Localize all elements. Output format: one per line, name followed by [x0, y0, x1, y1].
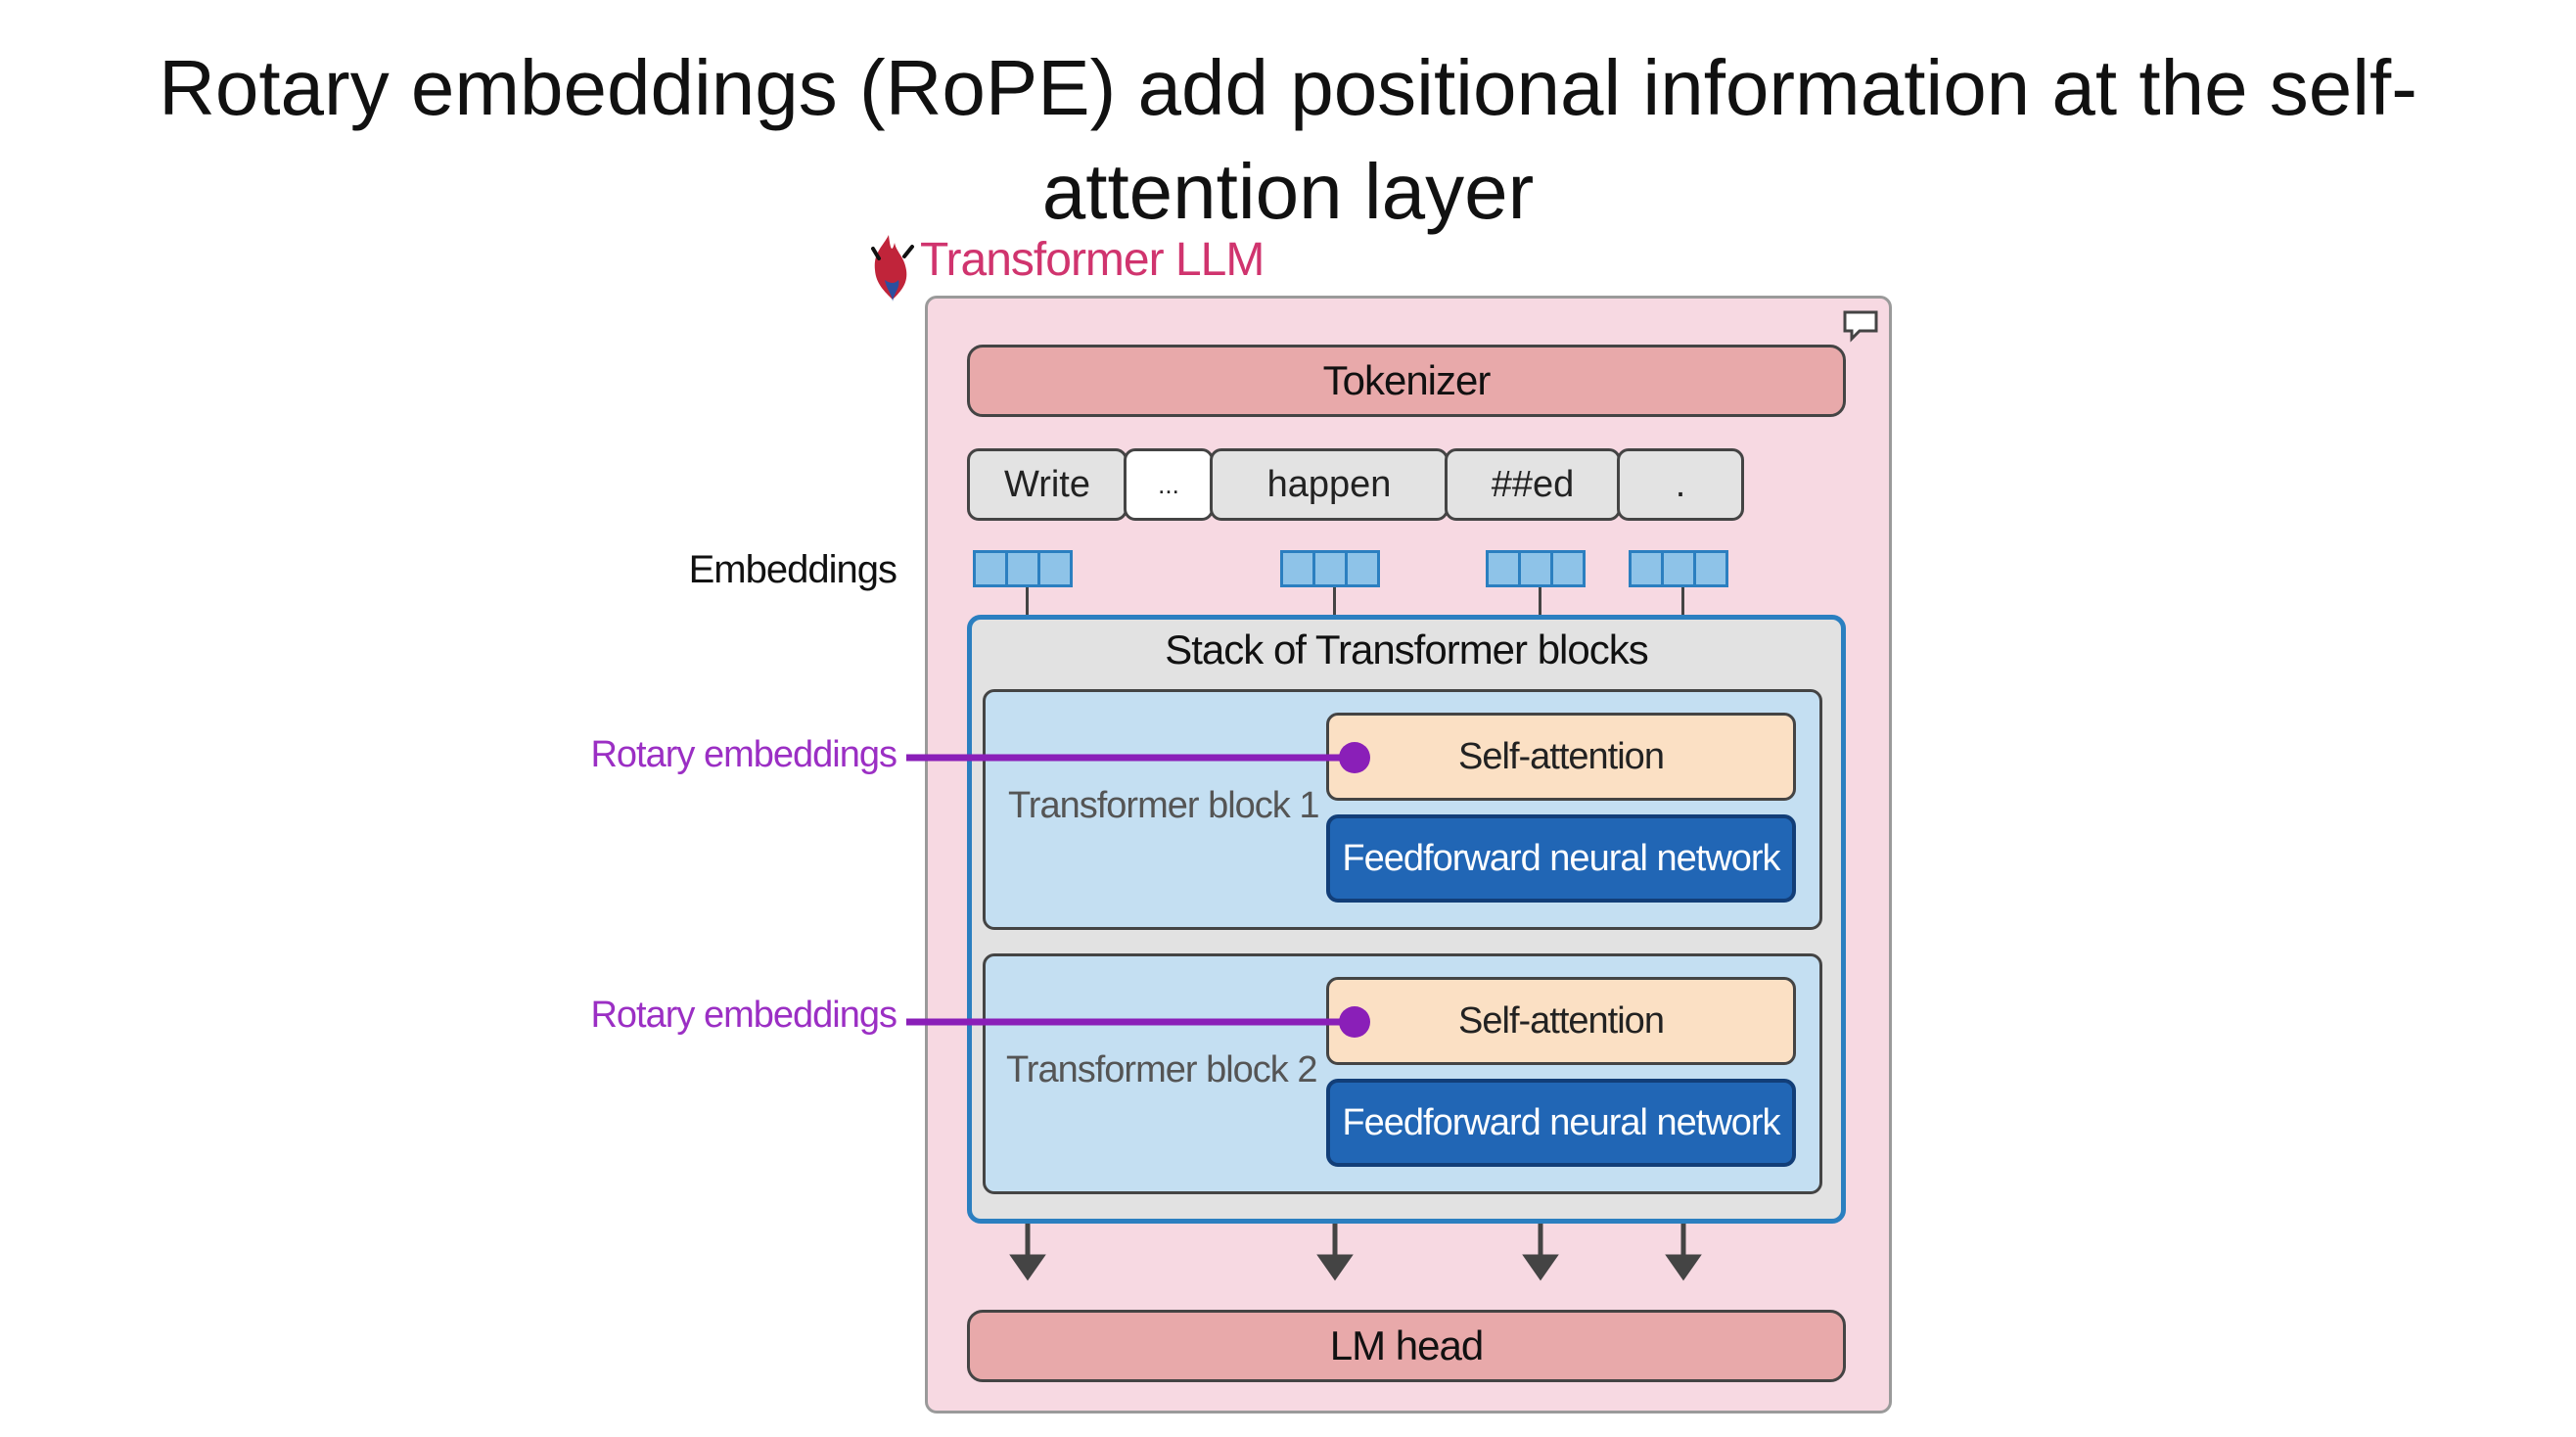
- token-happen: happen: [1210, 448, 1449, 521]
- embedding-connector: [1333, 587, 1336, 617]
- self-attention-2: Self-attention: [1326, 977, 1796, 1065]
- stack-title: Stack of Transformer blocks: [1165, 626, 1649, 672]
- tokenizer-box: Tokenizer: [967, 345, 1846, 417]
- self-attention-1: Self-attention: [1326, 713, 1796, 801]
- embedding-connector: [1681, 587, 1684, 617]
- comment-icon: [1843, 310, 1878, 343]
- lm-head-box: LM head: [967, 1310, 1846, 1382]
- slide-title-line-1: Rotary embeddings (RoPE) add positional …: [159, 44, 2417, 131]
- transformer-block-2-label: Transformer block 2: [1006, 1049, 1317, 1090]
- rotary-embeddings-label-1: Rotary embeddings: [590, 734, 897, 775]
- embedding-connector: [1026, 587, 1029, 617]
- token-period: .: [1617, 448, 1744, 521]
- transformer-llm-label: Transformer LLM: [920, 234, 1265, 286]
- embedding-connector: [1539, 587, 1541, 617]
- transformer-block-1-label: Transformer block 1: [1008, 785, 1319, 826]
- rotary-embeddings-label-2: Rotary embeddings: [590, 995, 897, 1036]
- token-write: Write: [967, 448, 1127, 521]
- feedforward-network-1: Feedforward neural network: [1326, 814, 1796, 903]
- slide-title-line-2: attention layer: [1041, 148, 1535, 235]
- embedding-vector-2: [1280, 550, 1380, 587]
- token-ellipsis: ...: [1124, 448, 1214, 521]
- embedding-vector-1: [973, 550, 1073, 587]
- transformer-llm-icon: [871, 235, 914, 301]
- embedding-vector-3: [1486, 550, 1586, 587]
- embeddings-label: Embeddings: [688, 548, 897, 591]
- feedforward-network-2: Feedforward neural network: [1326, 1079, 1796, 1167]
- embedding-vector-4: [1629, 550, 1728, 587]
- token-ed: ##ed: [1445, 448, 1621, 521]
